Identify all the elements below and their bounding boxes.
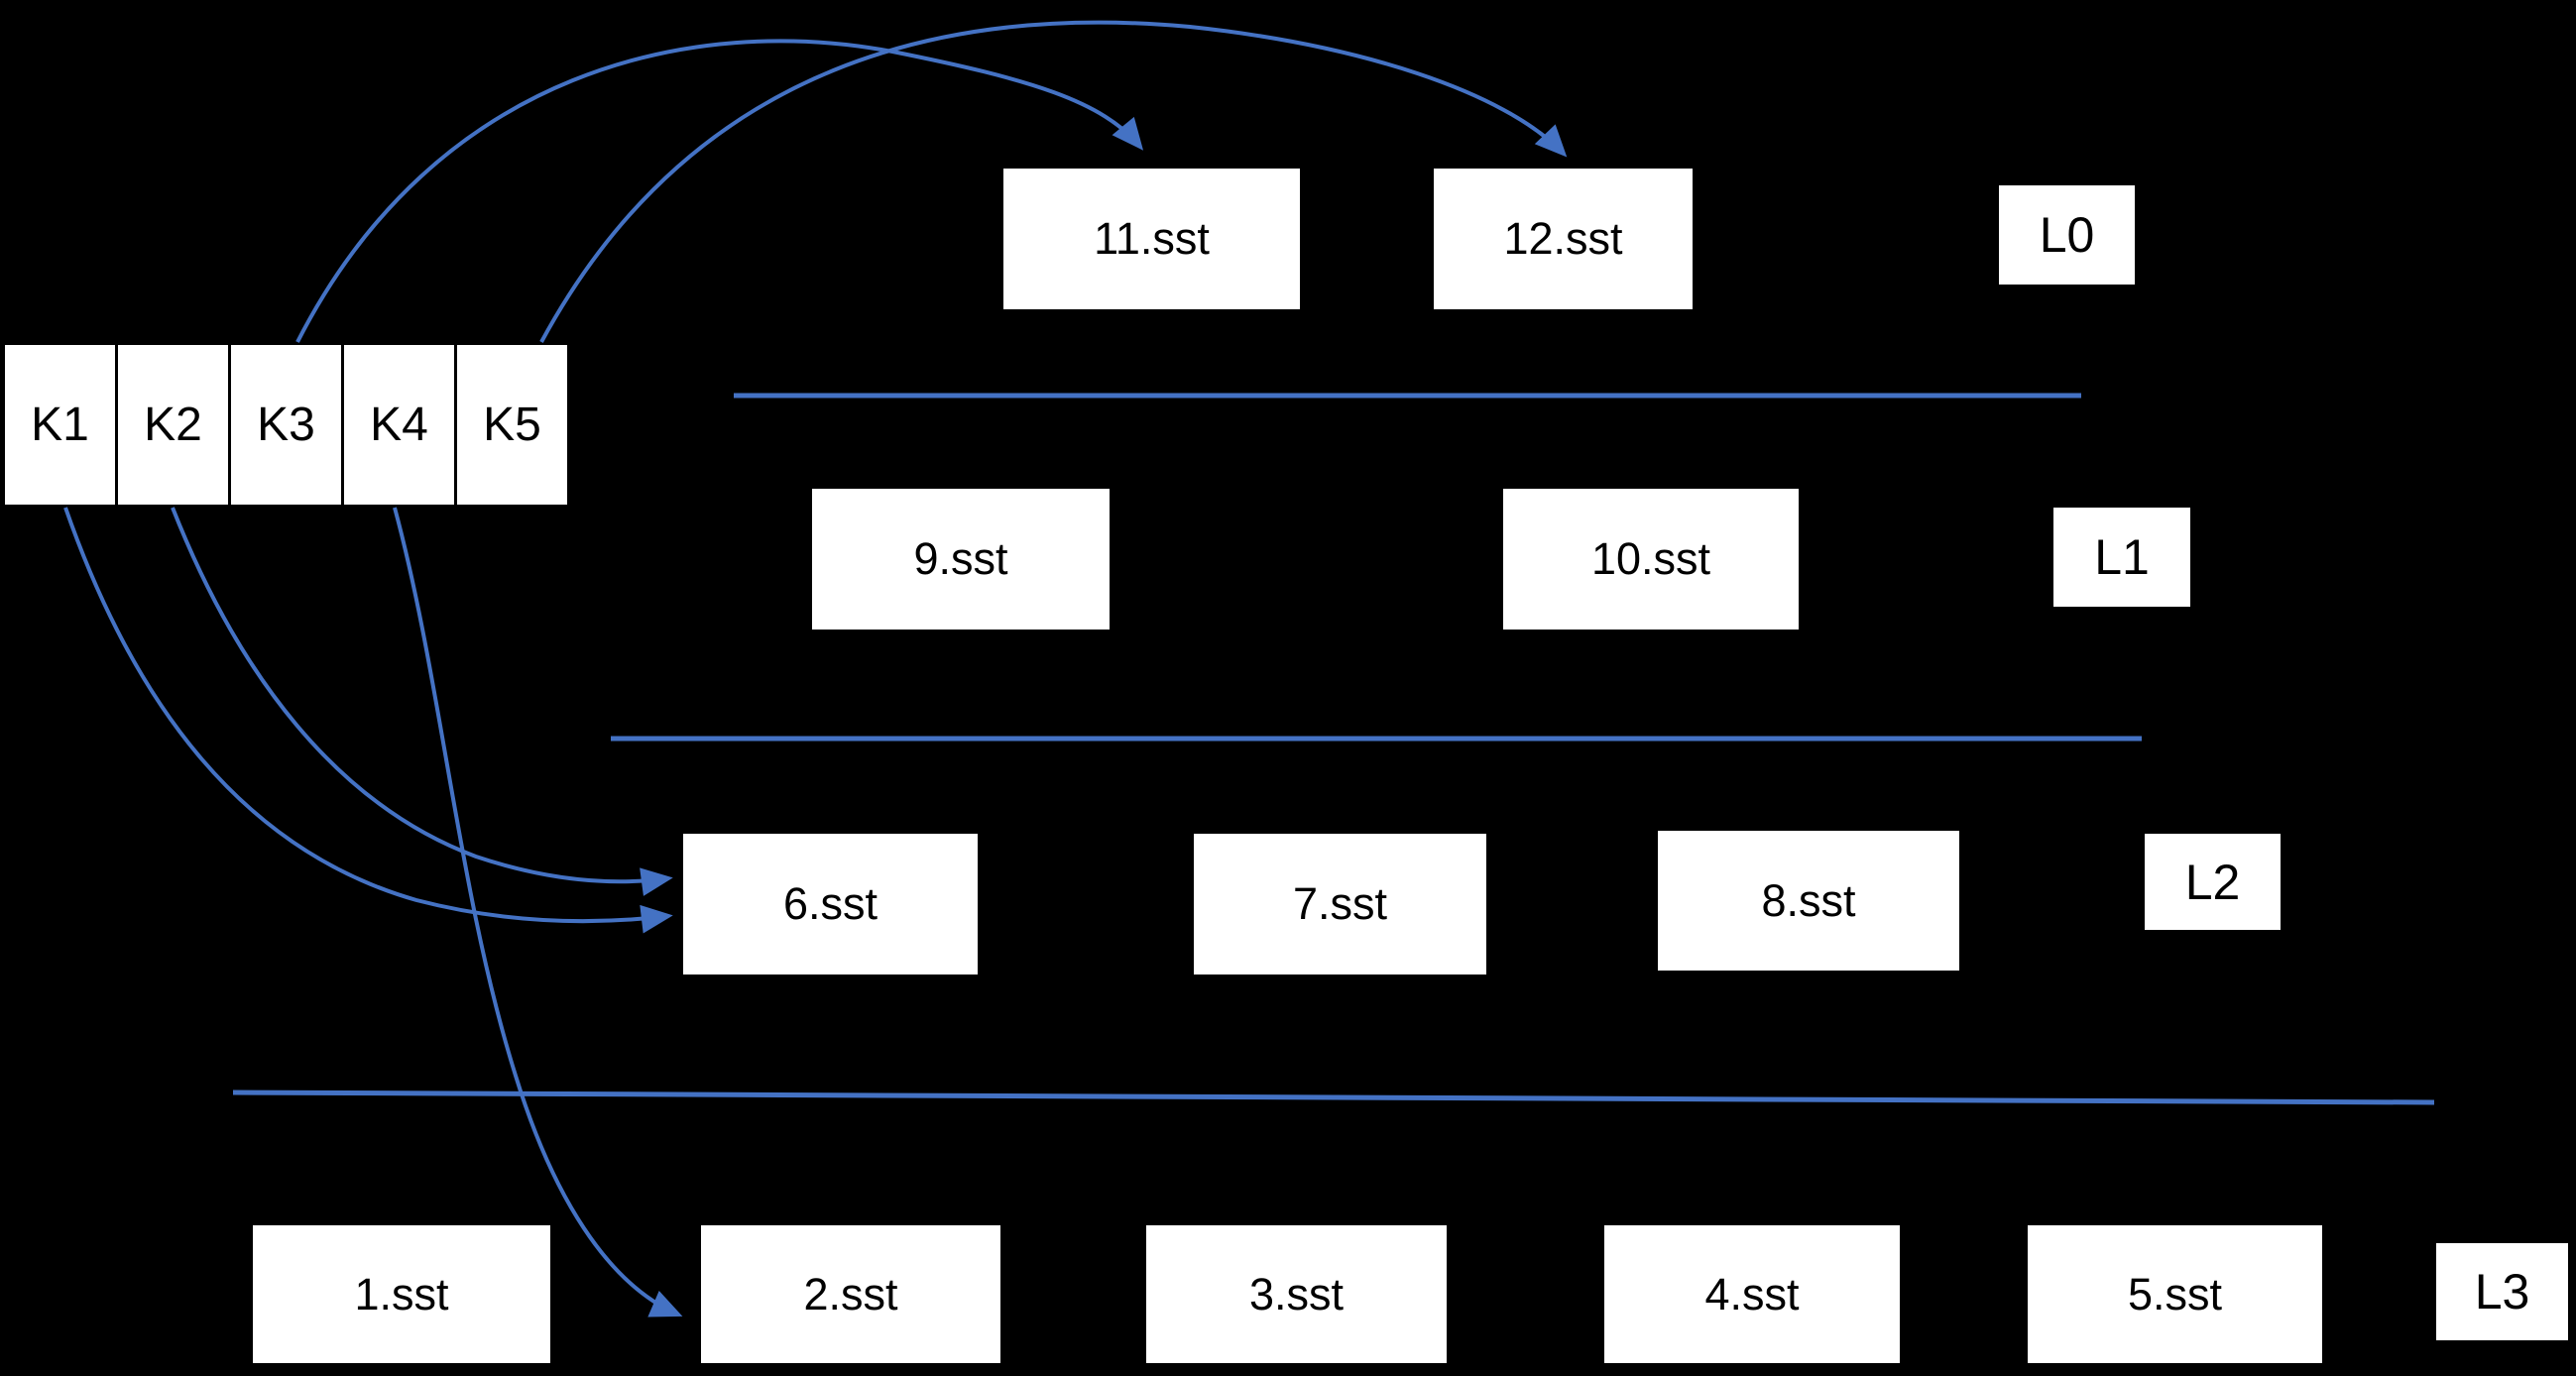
sst-label: 11.sst bbox=[1094, 213, 1210, 264]
key-label: K3 bbox=[257, 399, 315, 451]
level-label-text: L3 bbox=[2474, 1264, 2530, 1319]
sst-label: 12.sst bbox=[1503, 213, 1623, 264]
sst-label: 10.sst bbox=[1590, 533, 1711, 584]
key-label: K2 bbox=[144, 399, 202, 451]
key-label: K5 bbox=[483, 399, 541, 451]
level-label-text: L2 bbox=[2184, 854, 2241, 910]
sst-label: 1.sst bbox=[354, 1268, 449, 1319]
sst-label: 2.sst bbox=[803, 1268, 898, 1319]
arrow-k4-to-2sst bbox=[393, 507, 683, 1318]
sst-label: 6.sst bbox=[782, 878, 878, 929]
key-label: K4 bbox=[370, 399, 428, 451]
sst-box-9: 9.sst bbox=[811, 488, 1111, 631]
sst-box-5: 5.sst bbox=[2027, 1224, 2323, 1364]
level-label-l2: L2 bbox=[2144, 833, 2282, 931]
sst-label: 7.sst bbox=[1292, 878, 1388, 929]
level-label-l3: L3 bbox=[2435, 1242, 2569, 1341]
sst-box-6: 6.sst bbox=[682, 833, 979, 975]
sst-box-10: 10.sst bbox=[1502, 488, 1800, 631]
arrow-k2-to-6sst bbox=[171, 507, 673, 896]
sst-box-4: 4.sst bbox=[1603, 1224, 1901, 1364]
key-label: K1 bbox=[31, 399, 89, 451]
sst-box-1: 1.sst bbox=[252, 1224, 551, 1364]
key-cell-k4: K4 bbox=[341, 342, 457, 508]
key-cell-k3: K3 bbox=[228, 342, 344, 508]
sst-box-2: 2.sst bbox=[700, 1224, 1001, 1364]
sst-label: 4.sst bbox=[1704, 1268, 1800, 1319]
key-cell-k5: K5 bbox=[454, 342, 570, 508]
level-label-text: L1 bbox=[2094, 529, 2150, 585]
key-cell-k2: K2 bbox=[115, 342, 231, 508]
sst-box-3: 3.sst bbox=[1145, 1224, 1448, 1364]
level-label-l0: L0 bbox=[1998, 184, 2136, 286]
memtable-key-row: K1 K2 K3 K4 K5 bbox=[2, 342, 570, 508]
arrow-k1-to-6sst bbox=[63, 507, 673, 934]
sst-label: 9.sst bbox=[913, 533, 1008, 584]
sst-label: 8.sst bbox=[1761, 874, 1856, 926]
sst-box-8: 8.sst bbox=[1657, 830, 1960, 972]
level-label-l1: L1 bbox=[2052, 507, 2191, 608]
sst-label: 5.sst bbox=[2127, 1268, 2223, 1319]
sst-box-7: 7.sst bbox=[1193, 833, 1487, 975]
sst-box-12: 12.sst bbox=[1433, 168, 1694, 310]
key-cell-k1: K1 bbox=[2, 342, 118, 508]
sst-box-11: 11.sst bbox=[1002, 168, 1301, 310]
level-label-text: L0 bbox=[2039, 207, 2095, 263]
level-separator-l2 bbox=[232, 1089, 2435, 1105]
sst-label: 3.sst bbox=[1248, 1268, 1345, 1319]
